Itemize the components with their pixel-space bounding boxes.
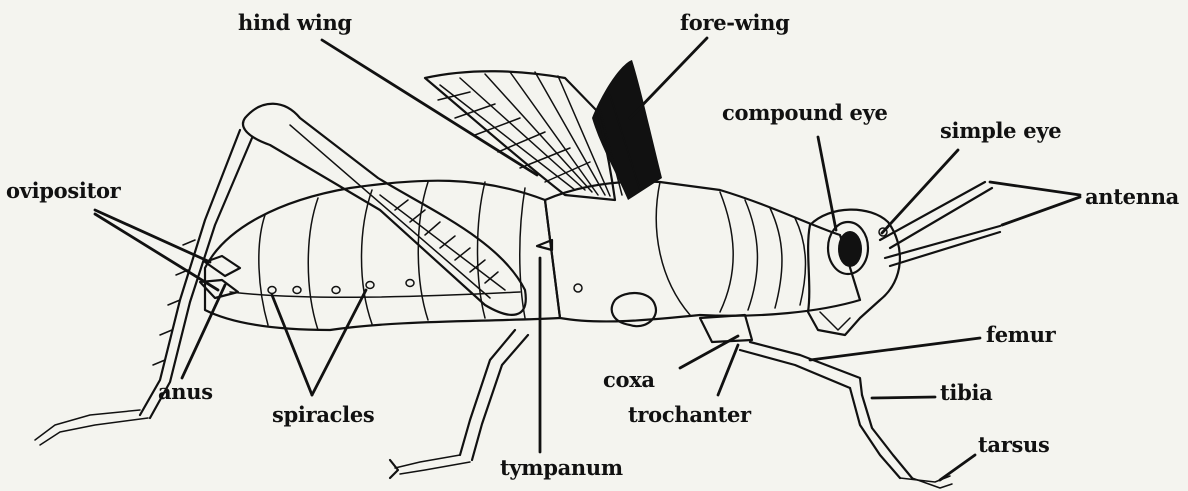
spiracles-leader-right: [312, 290, 366, 395]
hind-leg: [35, 104, 526, 445]
antenna-drawing: [880, 182, 1000, 266]
spiracle-dots: [268, 280, 582, 294]
label-trochanter: trochanter: [628, 402, 751, 427]
ovipositor-leader-bottom: [95, 214, 218, 290]
label-tympanum: tympanum: [500, 455, 623, 480]
label-coxa: coxa: [603, 367, 655, 392]
spiracles-leader-left: [272, 295, 312, 395]
label-femur: femur: [986, 322, 1055, 347]
ovipositor-leader-top: [95, 210, 210, 262]
simple-eye-leader: [882, 150, 958, 233]
trochanter-leader: [718, 345, 738, 395]
label-tibia: tibia: [940, 380, 992, 405]
hind-wing-leader: [322, 40, 537, 175]
label-tarsus: tarsus: [978, 432, 1050, 457]
label-fore-wing: fore-wing: [680, 10, 790, 35]
abdomen: [205, 181, 560, 330]
fore-wing-leader: [630, 38, 707, 118]
label-hind-wing: hind wing: [238, 10, 352, 35]
label-antenna: antenna: [1085, 184, 1179, 209]
antenna-leader-bottom: [1002, 197, 1080, 225]
tibia-leader: [872, 397, 935, 398]
label-anus: anus: [158, 379, 213, 404]
label-ovipositor: ovipositor: [6, 178, 120, 203]
anus-leader: [182, 285, 225, 378]
femur-leader: [810, 338, 980, 360]
label-compound-eye: compound eye: [722, 100, 888, 125]
antenna-leader-top: [990, 182, 1080, 195]
tarsus-leader: [940, 455, 975, 480]
leader-lines: [95, 38, 1080, 480]
label-spiracles: spiracles: [272, 402, 374, 427]
front-leg: [740, 342, 952, 488]
label-simple-eye: simple eye: [940, 118, 1061, 143]
